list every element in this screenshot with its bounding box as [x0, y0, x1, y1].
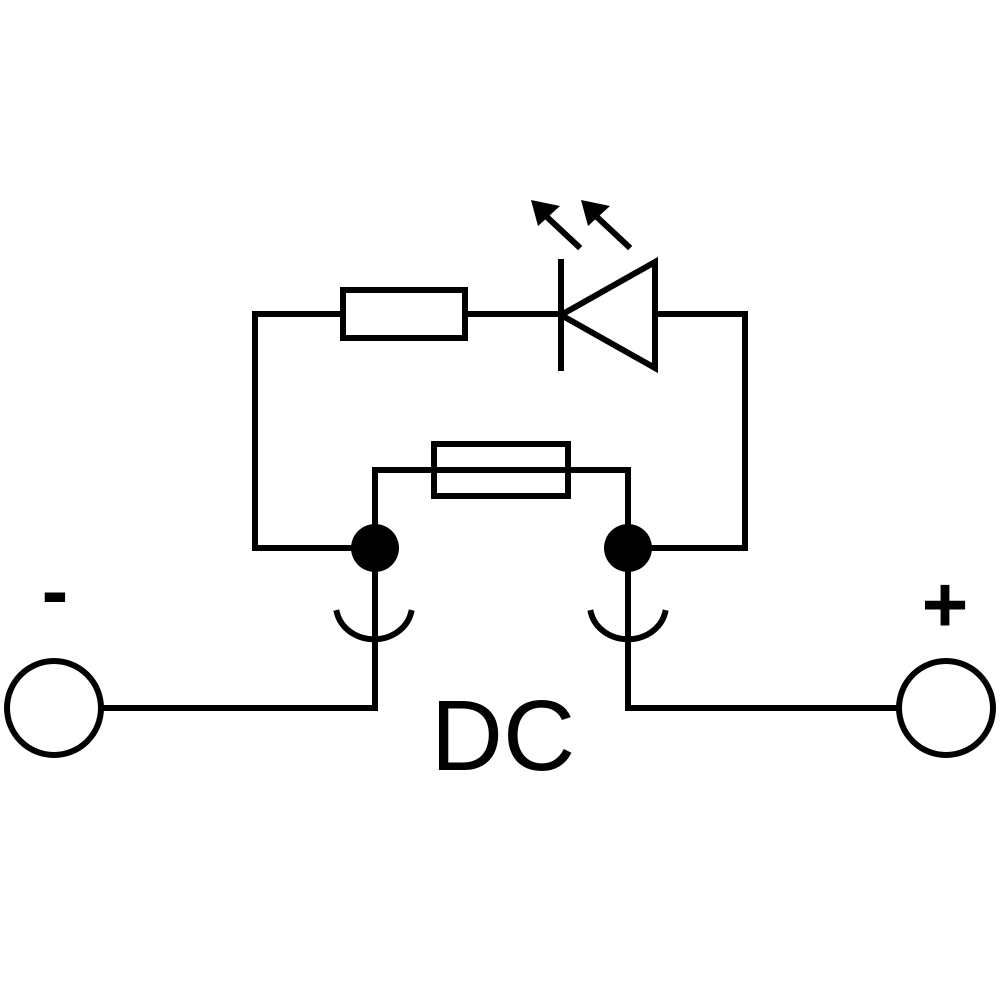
- right-cup: [587, 609, 669, 643]
- right-loop-wire: [625, 311, 748, 551]
- right-plug-contact-icon: [587, 567, 669, 711]
- light-arrow-head-1: [531, 200, 560, 226]
- negative-label: -: [42, 546, 69, 635]
- positive-terminal-icon: [896, 658, 996, 758]
- fuse-icon: [431, 441, 571, 499]
- fuse-right-wire: [565, 467, 631, 551]
- left-junction-dot: [351, 524, 399, 572]
- led-icon: [531, 200, 658, 374]
- right-junction-dot: [604, 524, 652, 572]
- light-arrow-line-1: [543, 213, 583, 251]
- light-arrow-line-2: [593, 213, 633, 251]
- positive-label: +: [922, 560, 969, 649]
- dc-label: DC: [431, 680, 575, 792]
- led-triangle: [554, 256, 658, 374]
- left-plug-contact-icon: [333, 567, 415, 711]
- led-branch-wires: [252, 311, 748, 551]
- negative-terminal-icon: [4, 658, 104, 758]
- light-arrow-head-2: [581, 200, 610, 226]
- left-cup: [333, 609, 415, 643]
- resistor-icon: [340, 287, 468, 341]
- fuse-branch: [372, 441, 631, 551]
- left-loop-wire: [252, 311, 378, 551]
- fuse-left-wire: [372, 467, 437, 551]
